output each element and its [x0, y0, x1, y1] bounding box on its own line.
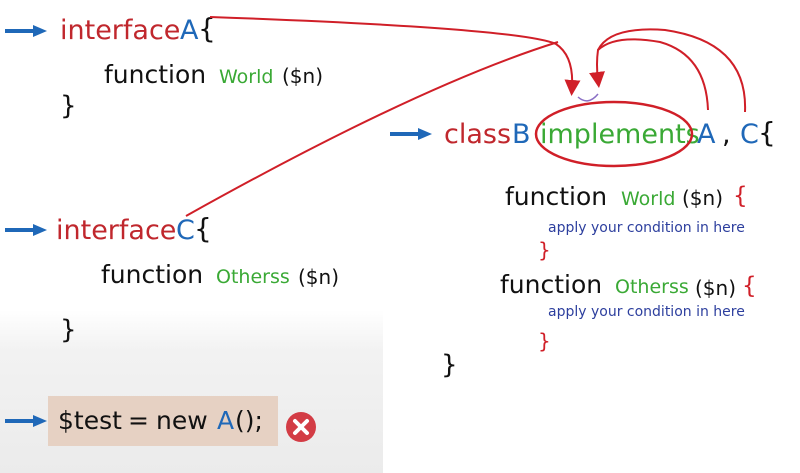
connector-a-to-implements: [209, 16, 581, 96]
method-world-param: ($n): [682, 186, 724, 210]
method-world-close-brace: }: [538, 238, 551, 262]
interface-a-open-brace: {: [198, 12, 216, 45]
connector-c-to-implements: [185, 41, 559, 217]
method-otherss-name: Otherss: [615, 276, 689, 298]
class-b-close-brace: }: [441, 350, 458, 380]
implements-link-curve: [577, 93, 599, 102]
class-keyword: class: [444, 119, 512, 150]
test-tail: ();: [235, 406, 263, 435]
connector-implements-to-a: [589, 38, 709, 111]
method-otherss-open-brace: {: [742, 273, 757, 299]
interface-a-name: A: [180, 15, 199, 46]
right-arrow-icon: [390, 128, 432, 140]
right-arrow-icon: [5, 415, 47, 427]
interface-a-func-keyword: function: [104, 60, 207, 89]
interface-c-close-brace: }: [60, 315, 77, 345]
test-var: $test: [58, 406, 122, 435]
implements-highlight-ellipse: [534, 100, 694, 168]
interface-c-func-keyword: function: [101, 260, 204, 289]
class-b-open-brace: {: [758, 116, 776, 149]
error-x-icon: [286, 412, 316, 442]
class-b-comma: ,: [722, 119, 731, 150]
right-arrow-icon: [5, 224, 47, 236]
test-new-keyword: new: [156, 406, 208, 435]
method-world-open-brace: {: [733, 183, 748, 209]
class-b-iface-c: C: [740, 119, 759, 150]
interface-c-name: C: [176, 215, 195, 246]
method-world-hint: apply your condition in here: [548, 220, 745, 236]
implements-keyword: implements: [540, 119, 700, 150]
interface-a-func-param: ($n): [282, 64, 324, 88]
interface-c-func-param: ($n): [298, 265, 340, 289]
class-b-iface-a: A: [697, 119, 716, 150]
interface-c-keyword: interface: [56, 215, 177, 246]
method-world-func-keyword: function: [505, 182, 608, 211]
interface-c-open-brace: {: [194, 212, 212, 245]
method-otherss-param: ($n): [695, 276, 737, 300]
interface-a-keyword: interface: [60, 15, 181, 46]
test-assign: =: [128, 406, 149, 435]
right-arrow-icon: [5, 25, 47, 37]
method-world-name: World: [621, 188, 676, 210]
interface-a-func-name: World: [219, 66, 274, 88]
method-otherss-close-brace: }: [538, 329, 551, 353]
test-class-name: A: [217, 406, 235, 435]
interface-c-func-name: Otherss: [216, 266, 290, 288]
method-otherss-hint: apply your condition in here: [548, 304, 745, 320]
interface-a-close-brace: }: [60, 91, 77, 121]
test-statement-highlight: [48, 396, 278, 446]
connector-implements-to-c: [597, 28, 747, 113]
method-otherss-func-keyword: function: [500, 270, 603, 299]
class-b-name: B: [512, 119, 531, 150]
